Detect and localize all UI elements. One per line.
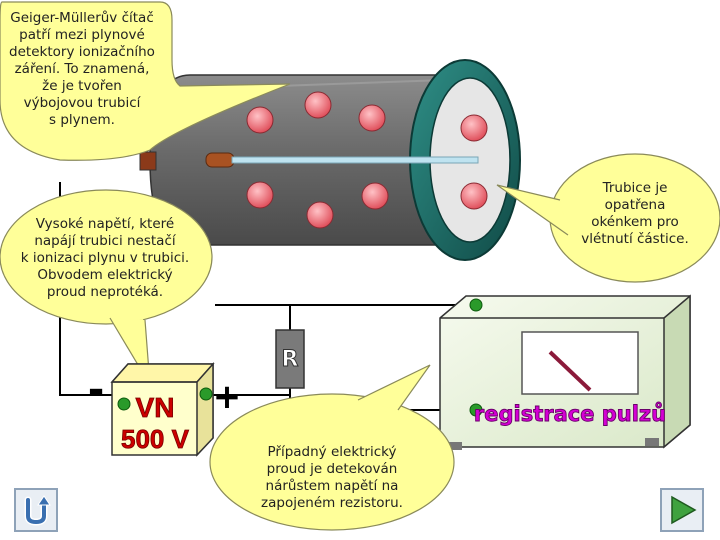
callout-line: Trubice je [602,180,668,196]
counter-terminal-top [469,298,483,312]
minus-sign: - [88,367,105,413]
ion [304,91,332,119]
callout-line: nárůstem napětí na [265,478,399,494]
ion [246,106,274,134]
anode-holder [205,152,235,168]
callout-line: proud neprotéká. [46,284,164,300]
callout-line: Obvodem elektrický [37,267,173,283]
ion [460,182,488,210]
callout-line: detektory ionizačního [9,44,155,60]
plus-sign: + [213,377,242,417]
meter-needle [548,350,592,392]
callout-line: k ionizaci plynu v trubici. [20,250,190,266]
callout-resistor-current-text: Případný elektrický proud je detekován n… [240,444,424,512]
callout-line: záření. To znamená, [14,61,150,77]
ion [246,181,274,209]
battery-terminal-plus [199,387,213,401]
ion [306,201,334,229]
ion [358,104,386,132]
counter-label: registrace pulzů [474,402,666,426]
anode-wire [231,156,479,164]
callout-line: že je tvořen [42,78,122,94]
pulse-counter [439,294,691,450]
callout-line: Případný elektrický [267,444,397,460]
counter-terminal-bottom [469,403,483,417]
ion [361,182,389,210]
battery-terminal-minus [117,397,131,411]
counter-foot [448,442,462,450]
callout-resistor-current [209,364,455,531]
callout-line: patří mezi plynové [19,27,145,43]
callout-line: Vysoké napětí, které [35,216,175,232]
callout-geiger-intro [0,1,291,161]
u-turn-back-icon [24,495,51,526]
callout-line: s plynem. [49,112,115,128]
callout-line: zapojeném rezistoru. [261,495,403,511]
callout-line: proud je detekován [266,461,398,477]
callout-geiger-intro-text: Geiger-Müllerův čítač patří mezi plynové… [2,10,162,129]
gas-ions [246,91,488,229]
battery-label-voltage: 500 V [121,424,190,454]
meter-dial [521,331,639,395]
counter-foot [645,438,659,446]
high-voltage-battery [110,362,215,457]
back-button[interactable] [14,488,58,532]
ion [460,114,488,142]
callout-line: Geiger-Müllerův čítač [10,10,154,26]
callout-high-voltage [0,189,213,386]
callout-line: okénkem pro [591,214,679,230]
callout-line: opatřena [604,197,666,213]
tube-terminal [139,151,157,171]
next-button[interactable] [660,488,704,532]
callout-tube-window-text: Trubice je opatřena okénkem pro vlétnutí… [560,180,710,248]
play-forward-icon [671,495,697,525]
callout-line: napájí trubici nestačí [34,233,176,249]
battery-label-vn: VN [136,392,175,423]
callout-line: výbojovou trubicí [23,95,141,111]
resistor [275,329,305,389]
geiger-tube [139,59,521,261]
callout-tube-window [496,153,720,283]
resistor-label: R [282,347,299,372]
callout-line: vlétnutí částice. [581,231,689,247]
callout-high-voltage-text: Vysoké napětí, které napájí trubici nest… [2,216,208,301]
